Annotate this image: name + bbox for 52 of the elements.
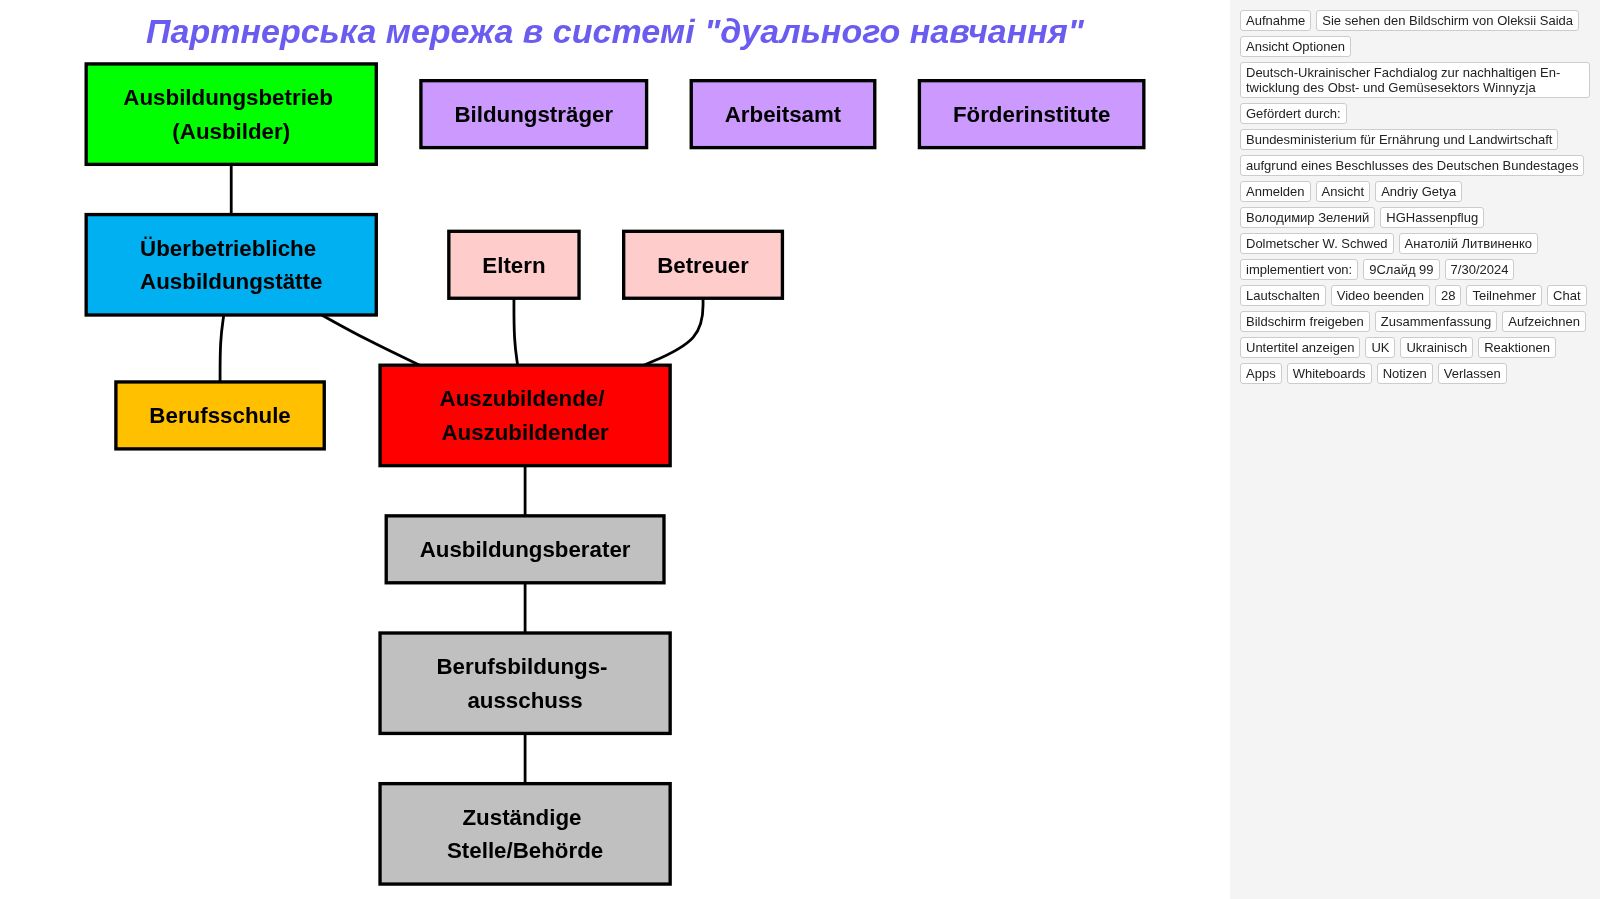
label-text: Whiteboards	[1286, 363, 1372, 384]
connector	[523, 733, 527, 784]
label-text: 7/30/2024	[1444, 259, 1515, 280]
node-box: Bildungsträger	[419, 79, 649, 150]
label-text: Gefördert durch:	[1240, 103, 1347, 124]
label-text: Anmelden	[1240, 181, 1311, 202]
label-text: Andriy Getya	[1375, 181, 1463, 202]
label-text: Bildschirm freigeben	[1240, 311, 1370, 332]
node-box: Arbeitsamt	[689, 79, 877, 150]
label-text: Notizen	[1376, 363, 1433, 384]
label-text: Verlassen	[1437, 363, 1507, 384]
label-text: Reaktionen	[1478, 337, 1556, 358]
label-text: Zusammenfassung	[1374, 311, 1498, 332]
label-text: Aufzeichnen	[1502, 311, 1586, 332]
node-box: Förderinstitute	[917, 79, 1146, 150]
label-text: 28	[1435, 285, 1462, 306]
node-box: Ausbildungsbetrieb (Ausbilder)	[84, 62, 378, 167]
connector	[523, 465, 527, 516]
label-text: aufgrund eines Beschlusses des Deutschen Bundestages	[1240, 155, 1585, 176]
label-text: Dolmetscher W. Schwed	[1240, 233, 1394, 254]
label-text: Untertitel anzeigen	[1240, 337, 1361, 358]
label-text: Lautschalten	[1240, 285, 1326, 306]
node-box: Auszubildende/ Auszubildender	[378, 363, 672, 468]
label-text: Chat	[1547, 285, 1587, 306]
node-box: Berufsschule	[114, 380, 326, 451]
label-text: Teilnehmer	[1466, 285, 1543, 306]
label-text: Ansicht	[1315, 181, 1371, 202]
node-box: Betreuer	[622, 229, 785, 300]
label-text: Анатолій Литвиненко	[1398, 233, 1539, 254]
label-text: Aufnahme	[1240, 10, 1312, 31]
slide-title: Партнерська мережа в системі "дуального навчання"	[146, 12, 1084, 51]
node-box: Ausbildungsberater	[384, 514, 666, 585]
label-text: Володимир Зелений	[1240, 207, 1376, 228]
connector	[512, 298, 520, 366]
label-text: Ukrainisch	[1400, 337, 1474, 358]
label-text: Ansicht Optionen	[1240, 36, 1351, 57]
label-text: Deutsch-Ukrainischer Fachdialog zur nachhaltigen En- twicklung des Obst- und Gemüsesektors Winnyzja	[1240, 62, 1590, 98]
connector	[229, 164, 233, 215]
label-text: UK	[1365, 337, 1396, 358]
connector	[218, 314, 226, 382]
node-box: Zuständige Stelle/Behörde	[378, 781, 672, 886]
node-box: Eltern	[447, 229, 581, 300]
label-text: implementiert von:	[1240, 259, 1359, 280]
label-text: HGHassenpflug	[1380, 207, 1485, 228]
label-text: 9Слайд 99	[1363, 259, 1440, 280]
label-text: Bundesministerium für Ernährung und Landwirtschaft	[1240, 129, 1559, 150]
label-text: Sie sehen den Bildschirm von Oleksii Saida	[1316, 10, 1579, 31]
label-text: Video beenden	[1330, 285, 1430, 306]
node-box: Berufsbildungs- ausschuss	[378, 631, 672, 736]
connector	[523, 582, 527, 633]
label-text: Apps	[1240, 363, 1282, 384]
node-box: Überbetriebliche Ausbildungstätte	[84, 212, 378, 317]
